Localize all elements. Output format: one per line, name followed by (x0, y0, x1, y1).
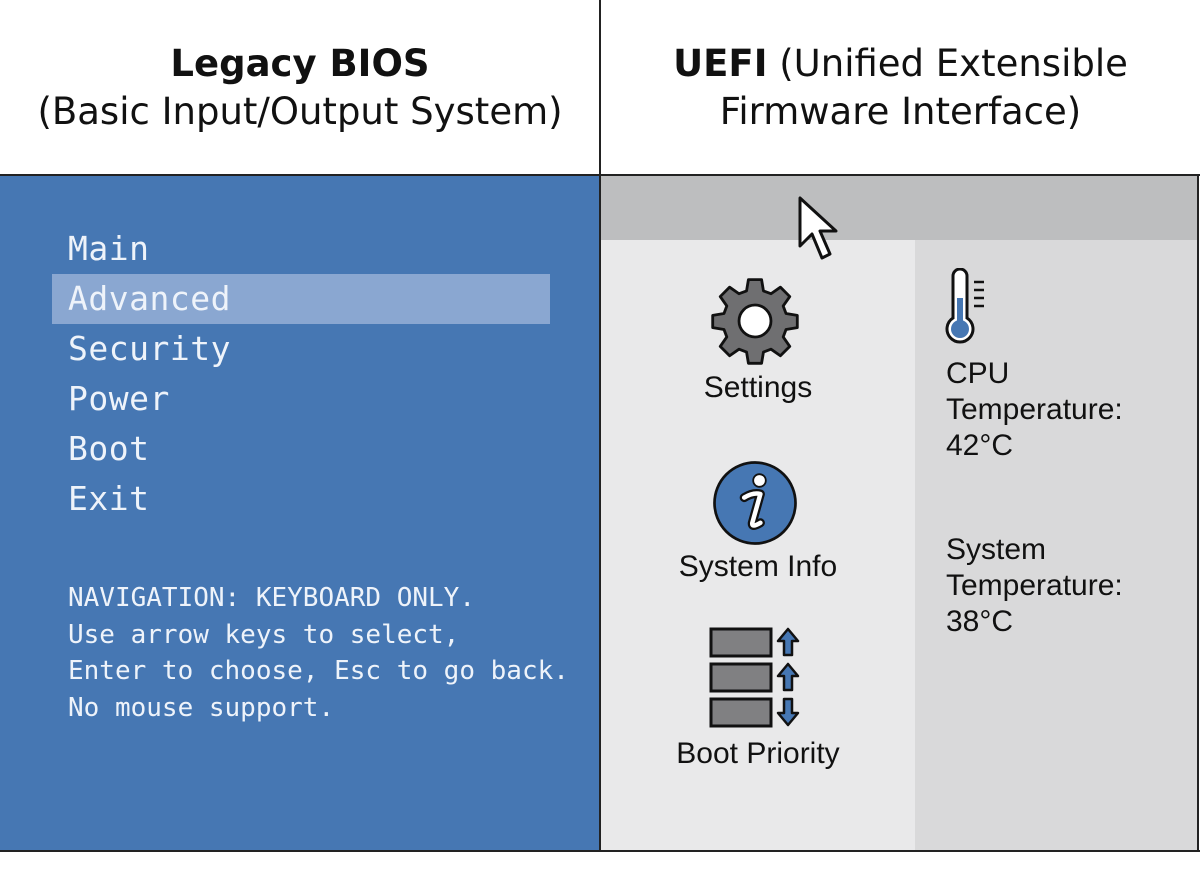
cpu-temp-label: Temperature: (946, 393, 1123, 426)
cpu-temp-value: 42°C (946, 429, 1014, 462)
gear-icon[interactable] (708, 274, 802, 368)
nav-line: Use arrow keys to select, (68, 619, 460, 650)
uefi-subtitle-line1: (Unified Extensible (767, 41, 1128, 85)
boot-priority-icon[interactable] (706, 624, 802, 730)
legacy-bios-subtitle: (Basic Input/Output System) (37, 89, 563, 133)
nav-line: Enter to choose, Esc to go back. (68, 656, 569, 686)
legacy-bios-header: Legacy BIOS (Basic Input/Output System) (0, 0, 600, 175)
bios-menu-item-advanced[interactable]: Advanced (52, 274, 550, 324)
uefi-title: UEFI (673, 41, 768, 85)
info-icon[interactable] (710, 458, 800, 548)
uefi-header: UEFI (Unified Extensible Firmware Interf… (601, 0, 1200, 175)
bios-menu: Main Advanced Security Power Boot Exit (52, 224, 550, 524)
center-divider (599, 0, 601, 852)
system-temp-label: System (946, 533, 1047, 566)
bios-menu-item-exit[interactable]: Exit (68, 479, 150, 518)
navigation-instructions: NAVIGATION: KEYBOARD ONLY. Use arrow key… (68, 580, 569, 726)
legacy-bios-screen: Main Advanced Security Power Boot Exit N… (0, 176, 599, 850)
uefi-top-bar (601, 176, 1197, 240)
boot-priority-label[interactable]: Boot Priority (676, 737, 840, 770)
bios-menu-item-boot[interactable]: Boot (68, 429, 150, 468)
mouse-cursor-icon (798, 196, 838, 260)
legacy-bios-title: Legacy BIOS (170, 41, 430, 85)
thermometer-icon (945, 268, 984, 344)
system-temp-label: Temperature: (946, 569, 1123, 602)
nav-line: No mouse support. (68, 692, 335, 723)
bios-menu-item-main[interactable]: Main (68, 229, 150, 268)
bios-menu-item-security[interactable]: Security (68, 329, 231, 368)
frame-top-line (0, 174, 1200, 176)
uefi-subtitle-line2: Firmware Interface) (719, 89, 1082, 133)
bios-menu-item-power[interactable]: Power (68, 379, 170, 418)
frame-right-line (1197, 174, 1199, 852)
cpu-temp-label: CPU (946, 357, 1010, 390)
system-temperature: System Temperature: 38°C (946, 532, 1123, 640)
cpu-temperature: CPU Temperature: 42°C (946, 356, 1123, 464)
frame-bottom-line (0, 850, 1200, 852)
system-info-label[interactable]: System Info (678, 550, 838, 583)
system-temp-value: 38°C (946, 605, 1014, 638)
nav-line: NAVIGATION: KEYBOARD ONLY. (68, 583, 475, 613)
settings-label[interactable]: Settings (703, 371, 813, 404)
